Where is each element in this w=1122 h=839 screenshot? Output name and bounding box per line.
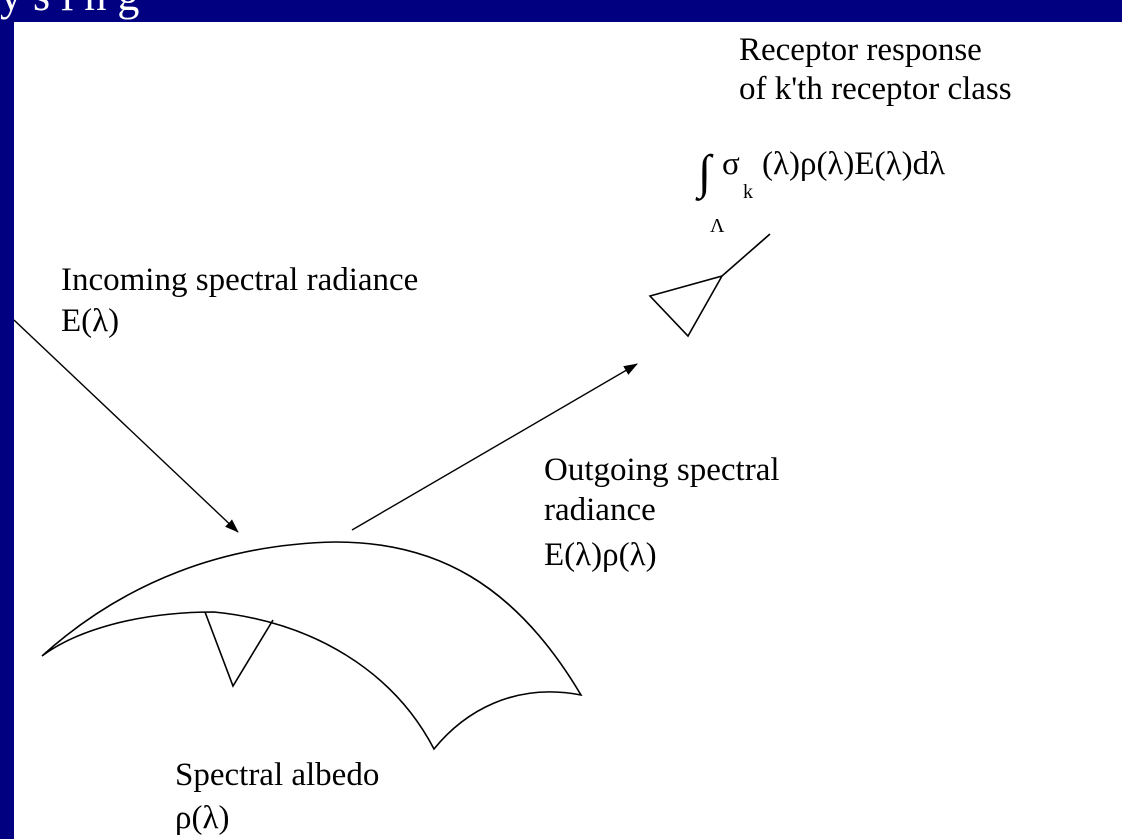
albedo-label-line2: ρ(λ) [175,800,229,836]
integral-sigma: σ [722,146,740,182]
outgoing-label-line3: E(λ)ρ(λ) [544,537,657,573]
outgoing-arrow [351,363,638,531]
diagram-canvas: Receptor response of k'th receptor class… [14,22,1122,839]
integral-lower-limit: Λ [710,215,725,237]
surface-triangle [204,611,274,688]
outgoing-label-line1: Outgoing spectral [544,452,780,488]
integral-body: (λ)ρ(λ)E(λ)dλ [762,146,945,182]
integral-subscript-k: k [743,181,753,203]
outgoing-label-line2: radiance [544,492,656,528]
spectral-radiance-diagram: Receptor response of k'th receptor class… [14,32,1012,836]
receptor-response-line1: Receptor response [739,32,982,68]
slide-title-fragment: y s i h g [0,0,1122,22]
receptor-cone [648,233,771,338]
receptor-response-line2: of k'th receptor class [739,71,1012,107]
incoming-label-line1: Incoming spectral radiance [61,262,418,298]
albedo-label-line1: Spectral albedo [175,757,379,793]
surface-patch [41,541,583,751]
integral-sign: ∫ [695,146,714,201]
incoming-label-line2: E(λ) [61,303,119,339]
incoming-arrow [14,319,239,533]
